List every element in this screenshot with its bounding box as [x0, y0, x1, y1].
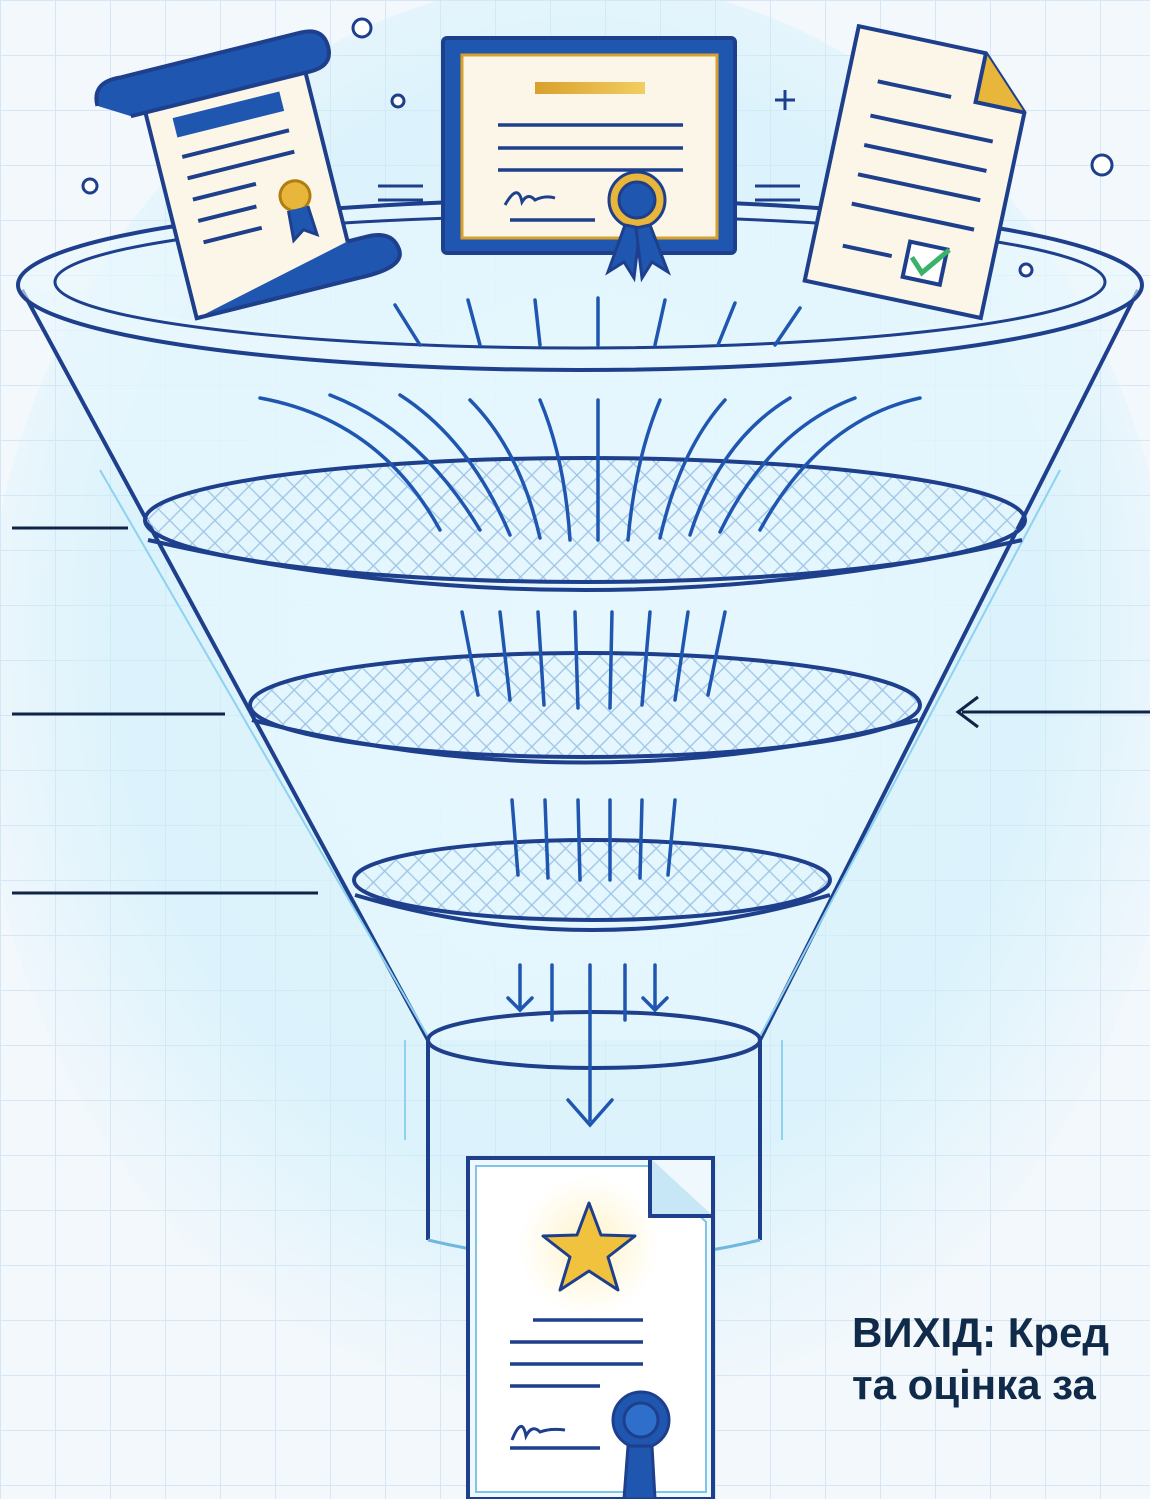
decor-dots: [81, 17, 1114, 278]
output-label: ВИХІД: Кред та оцінка за: [852, 1307, 1109, 1411]
filter-2-ring: [248, 651, 922, 759]
scroll-certificate-icon: [94, 29, 402, 321]
funnel-inner-right: [757, 469, 1061, 1041]
output-label-line-1: ВИХІД: Кред: [852, 1309, 1110, 1356]
filter-2-mesh: [250, 653, 920, 757]
credential-document-star-icon: [466, 1156, 715, 1499]
filter-3-band: [354, 893, 831, 932]
funnel-left-side: [20, 289, 430, 1041]
filter-2-band: [251, 718, 919, 765]
left-arrow-icon: [955, 695, 979, 729]
funnel-right-side: [758, 289, 1140, 1041]
funnel-inner-left: [99, 469, 431, 1041]
filter-1-ring: [143, 456, 1027, 584]
filter-1-band: [147, 538, 1023, 592]
flow-lines: [258, 296, 922, 1128]
output-label-line-2: та оцінка за: [852, 1361, 1096, 1408]
filter-1-mesh: [145, 458, 1025, 582]
filter-3-ring: [352, 838, 832, 922]
connector-dashes: [378, 184, 800, 202]
stage-pointer-lines: [12, 526, 1150, 895]
filter-3-mesh: [354, 840, 830, 920]
diploma-certificate-icon: [441, 36, 737, 283]
checklist-document-icon: [802, 23, 1027, 321]
